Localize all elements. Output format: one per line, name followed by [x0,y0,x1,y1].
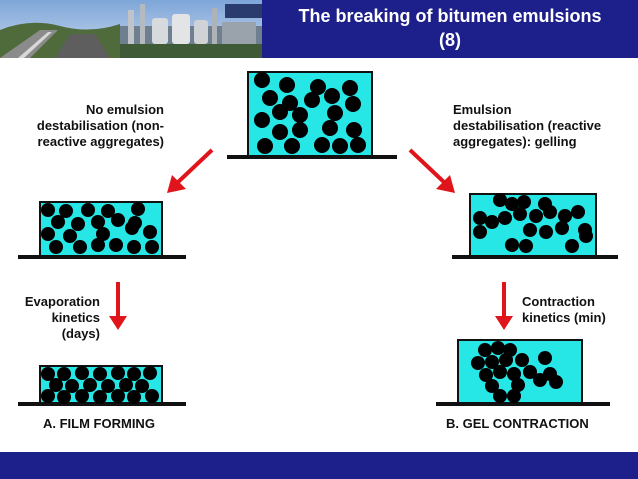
non-reactive-emulsion-box [18,201,186,259]
label-contraction-line-2: kinetics (min) [522,310,606,325]
droplets-flocculated [473,193,593,253]
label-evaporation-kinetics: Evaporation kinetics (days) [10,294,100,342]
gelling-emulsion-box [452,193,618,259]
label-no-destabilisation-line-3: reactive aggregates) [37,134,164,149]
header-bar: The breaking of bitumen emulsions (8) [0,0,638,58]
label-destabilisation-gelling: Emulsion destabilisation (reactive aggre… [453,102,628,150]
label-evaporation-line-1: Evaporation [24,294,100,309]
label-destabilisation-line-1: Emulsion [453,102,512,117]
droplets-contracted [471,341,563,403]
slide-title: The breaking of bitumen emulsions (8) [262,4,638,52]
header-photo-refinery-road [0,0,262,58]
label-destabilisation-line-2: destabilisation (reactive [453,118,602,133]
label-destabilisation-line-3: aggregates): gelling [453,134,577,149]
arrow-down-right [495,282,513,330]
droplets-dispersed [254,72,366,154]
label-evaporation-line-3: (days) [61,326,100,341]
label-no-destabilisation: No emulsion destabilisation (non- reacti… [12,102,164,150]
label-no-destabilisation-line-1: No emulsion [85,102,164,117]
label-contraction-kinetics: Contraction kinetics (min) [522,294,632,326]
label-contraction-line-1: Contraction [522,294,595,309]
label-evaporation-line-2: kinetics [51,310,100,325]
slide-title-line-2: (8) [439,30,461,50]
label-no-destabilisation-line-2: destabilisation (non- [36,118,164,133]
droplets-packed [41,366,159,404]
initial-emulsion-box [227,71,397,159]
film-forming-box [18,365,186,406]
gel-contraction-box [436,339,610,406]
footer-bar [0,452,638,479]
caption-gel-contraction: B. GEL CONTRACTION [446,416,589,431]
caption-film-forming: A. FILM FORMING [43,416,155,431]
arrow-to-left-branch [167,148,214,193]
slide-title-line-1: The breaking of bitumen emulsions [298,6,602,26]
droplets-unchanged [41,202,159,254]
arrow-down-left [109,282,127,330]
arrow-to-right-branch [408,148,455,193]
